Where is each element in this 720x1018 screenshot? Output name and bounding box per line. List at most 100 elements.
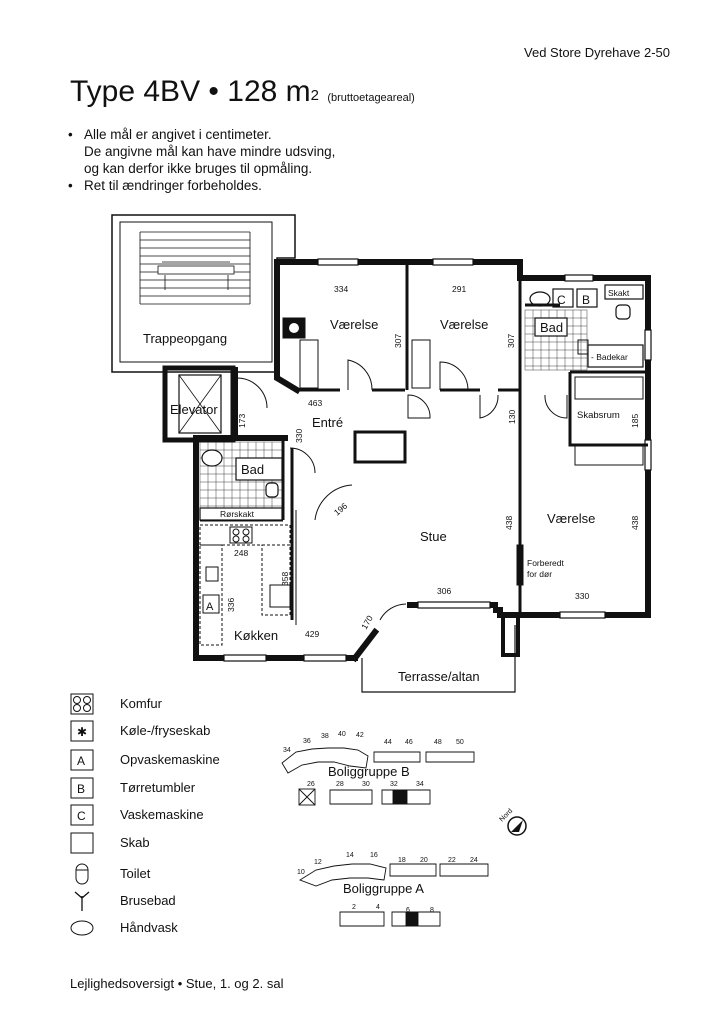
- note-item: Alle mål er angivet i centimeter.: [68, 126, 335, 143]
- legend-label: Skab: [120, 835, 150, 850]
- future-door-marker: [516, 544, 524, 586]
- svg-text:✱: ✱: [77, 725, 87, 739]
- legend-label: Brusebad: [120, 893, 176, 908]
- dryer-icon: B: [70, 777, 94, 799]
- kitchen-dishwasher-label: A: [206, 601, 214, 613]
- dim-336: 336: [226, 598, 236, 612]
- site-unit-number: 16: [370, 852, 378, 859]
- site-unit-number: 10: [297, 869, 305, 876]
- site-unit-number: 36: [303, 738, 311, 745]
- dim-330-b: 330: [575, 591, 589, 601]
- terrace-outline: [361, 612, 520, 693]
- area-value: 128 m: [227, 75, 311, 108]
- notes-list: Alle mål er angivet i centimeter. De ang…: [68, 126, 335, 194]
- svg-text:B: B: [77, 782, 85, 796]
- kitchen-counters: [199, 524, 291, 646]
- footer-left: Lejlighedsoversigt: [70, 976, 175, 991]
- site-unit-number: 6: [406, 907, 410, 914]
- bath-right-b-box: [576, 288, 598, 308]
- site-unit-number: 22: [448, 857, 456, 864]
- legend-label: Vaskemaskine: [120, 807, 204, 822]
- legend-label: Køle-/fryseskab: [120, 723, 211, 738]
- site-unit-number: 4: [376, 904, 380, 911]
- site-unit-number: 2: [352, 904, 356, 911]
- washing-machine-icon: C: [70, 804, 94, 826]
- note-item: De angivne mål kan have mindre udsving,: [84, 144, 336, 159]
- room-label-trappeopgang: Trappeopgang: [143, 331, 227, 346]
- komfur-icon: [70, 693, 94, 715]
- wardrobe-top: [574, 376, 644, 400]
- bath-right-b-label: B: [582, 293, 590, 307]
- toilet-icon: [75, 863, 89, 885]
- dim-463: 463: [308, 398, 322, 408]
- bath-right-toilet-icon: [615, 304, 631, 320]
- area-note: (bruttoetageareal): [327, 92, 415, 104]
- site-unit-number: 26: [307, 781, 315, 788]
- site-unit-number: 40: [338, 731, 346, 738]
- site-unit-number: 34: [416, 781, 424, 788]
- site-unit-number: 48: [434, 739, 442, 746]
- address-label: Ved Store Dyrehave 2-50: [524, 45, 670, 60]
- legend-item-toilet: Toilet: [70, 863, 310, 887]
- dim-170: 170: [359, 613, 375, 631]
- site-unit-number: 8: [430, 907, 434, 914]
- room-label-terrasse: Terrasse/altan: [398, 669, 480, 684]
- room-label-koekken: Køkken: [234, 628, 278, 643]
- room-label-vaerelse-2: Værelse: [440, 317, 488, 332]
- site-unit-marker-filled: [392, 789, 408, 805]
- label-for-dor: for dør: [527, 569, 552, 579]
- staircase-block: [111, 214, 296, 373]
- room-label-vaerelse-1: Værelse: [330, 317, 378, 332]
- site-unit-number: 14: [346, 852, 354, 859]
- legend-item-handvask: Håndvask: [70, 917, 310, 941]
- legend-item-torre: B Tørretumbler: [70, 777, 310, 801]
- legend-label: Håndvask: [120, 920, 178, 935]
- bath-right-label-box: [534, 317, 568, 337]
- legend-label: Tørretumbler: [120, 780, 196, 795]
- bath-left-label-box: [235, 457, 283, 481]
- windows: [223, 258, 652, 662]
- room-label-bad-right: Bad: [540, 320, 563, 335]
- dim-306: 306: [437, 586, 451, 596]
- footer-bullet: •: [177, 976, 183, 991]
- wall-cabinet: [577, 339, 589, 355]
- site-unit-number: 38: [321, 733, 329, 740]
- dim-438-a: 438: [504, 516, 514, 530]
- room-label-badekar: - Badekar: [591, 352, 628, 362]
- dim-291: 291: [452, 284, 466, 294]
- bath-right-sink-icon: [529, 291, 551, 307]
- dim-429: 429: [305, 629, 319, 639]
- site-unit-number: 24: [470, 857, 478, 864]
- badekar-box: [587, 344, 644, 368]
- legend-item-kole: ✱ Køle-/fryseskab: [70, 720, 310, 744]
- site-plan-b: [281, 747, 475, 806]
- note-item: Ret til ændringer forbeholdes.: [68, 177, 335, 194]
- kitchen-stove-icon: [229, 526, 253, 544]
- room-label-entre: Entré: [312, 415, 343, 430]
- dim-248: 248: [234, 548, 248, 558]
- rorskakt-box: [199, 507, 283, 521]
- dim-130: 130: [507, 410, 517, 424]
- site-unit-number: 28: [336, 781, 344, 788]
- site-unit-number: 46: [405, 739, 413, 746]
- wardrobe-bottom: [574, 444, 644, 466]
- dim-173: 173: [237, 414, 247, 428]
- room-label-vaerelse-3: Værelse: [547, 511, 595, 526]
- legend-item-skab: Skab: [70, 832, 310, 856]
- dim-307-b: 307: [506, 334, 516, 348]
- sink-icon: [70, 920, 94, 936]
- page-title: Type 4BV • 128 m2 (bruttoetageareal): [70, 75, 415, 115]
- legend-label: Toilet: [120, 866, 151, 881]
- footer-right: Stue, 1. og 2. sal: [185, 976, 284, 991]
- shower-icon: [74, 891, 90, 911]
- legend-item-komfur: Komfur: [70, 693, 310, 717]
- room-label-bad-left: Bad: [241, 462, 264, 477]
- site-unit-number: 32: [390, 781, 398, 788]
- dishwasher-icon: A: [70, 749, 94, 771]
- skakt-box: [604, 284, 644, 300]
- site-unit-number: 20: [420, 857, 428, 864]
- stair-steps-icon: [139, 231, 251, 305]
- site-unit-number: 18: [398, 857, 406, 864]
- label-forberedt: Forberedt: [527, 558, 564, 568]
